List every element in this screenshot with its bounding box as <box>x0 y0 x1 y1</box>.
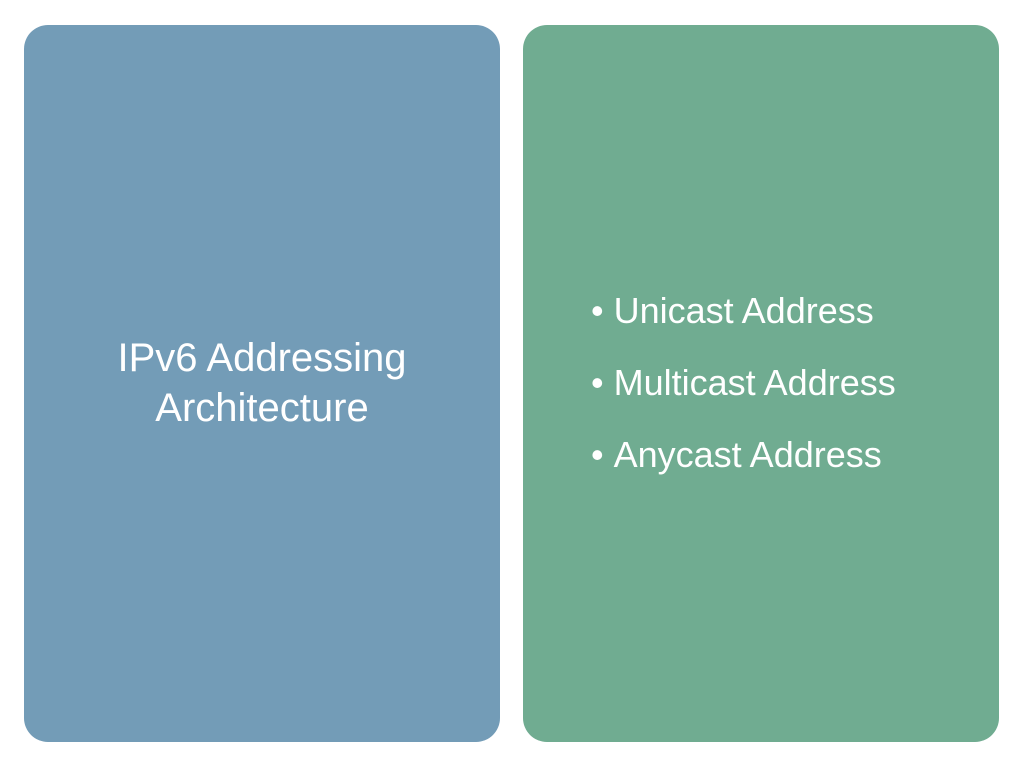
title-line-2: Architecture <box>155 386 369 430</box>
list-item-label: Multicast Address <box>613 362 896 403</box>
bullet-icon: • <box>591 362 604 403</box>
topic-panel: IPv6 Addressing Architecture <box>24 25 500 742</box>
address-types-panel: •Unicast Address •Multicast Address •Any… <box>523 25 999 742</box>
title-line-1: IPv6 Addressing <box>117 336 407 380</box>
diagram-title: IPv6 Addressing Architecture <box>24 333 500 433</box>
list-item-multicast: •Multicast Address <box>591 361 896 405</box>
list-item-label: Unicast Address <box>613 290 874 331</box>
address-type-list: •Unicast Address •Multicast Address •Any… <box>591 289 896 505</box>
list-item-anycast: •Anycast Address <box>591 433 896 477</box>
bullet-icon: • <box>591 290 604 331</box>
bullet-icon: • <box>591 434 604 475</box>
list-item-label: Anycast Address <box>613 434 882 475</box>
list-item-unicast: •Unicast Address <box>591 289 896 333</box>
